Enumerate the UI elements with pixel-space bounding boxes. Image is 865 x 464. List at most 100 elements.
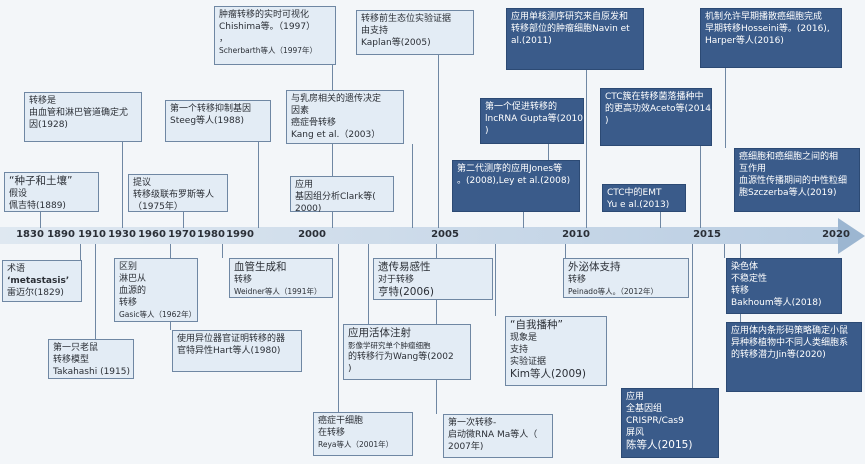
- connector-line: [95, 244, 96, 339]
- event-line: 早期转移Hosseini等。(2016),: [705, 24, 830, 34]
- event-line: 癌症干细胞: [318, 416, 364, 426]
- event-line: 遗传易感性: [378, 261, 431, 273]
- event-line: 第二代测序的应用Jones等: [457, 164, 563, 174]
- event-line: 全基因组: [626, 404, 663, 414]
- event-line: Peinado等人。（2012年）: [568, 287, 658, 296]
- connector-line: [725, 68, 726, 148]
- event-line: 启动微RNA Ma等人（: [448, 430, 538, 440]
- event-line: ): [348, 364, 352, 374]
- event-line: 实验证据: [510, 357, 547, 367]
- connector-line: [660, 212, 661, 228]
- event-line: 不稳定性: [731, 274, 768, 284]
- event-line: 假设: [9, 189, 28, 199]
- event-gasic: 区别 淋巴从 血源的 转移 Gasic等人（1962年）: [114, 258, 198, 322]
- event-vascular-lymph: 转移是 由血管和淋巴管道确定尤 因(1928): [24, 92, 142, 142]
- event-line: 陈等人(2015): [626, 439, 693, 451]
- connector-line: [332, 65, 333, 228]
- event-line: 机制允许早期播散癌细胞完成: [705, 12, 823, 22]
- event-line: 提议: [133, 178, 152, 188]
- event-bakhoum: 染色体 不稳定性 转移 Bakhoum等人(2018): [726, 258, 842, 314]
- connector-line: [258, 142, 259, 228]
- event-line: “自我播种”: [510, 319, 563, 331]
- event-line: 佩吉特(1889): [9, 201, 66, 211]
- event-line: 转移级联布罗斯等人: [133, 190, 215, 200]
- event-navin: 应用单核测序研究来自原发和 转移部位的肿瘤细胞Navin et al.(2011…: [506, 8, 644, 70]
- event-hunter: 遗传易感性 对于转移 亨特(2006): [373, 258, 493, 300]
- event-line: 转移部位的肿瘤细胞Navin et: [511, 24, 630, 34]
- event-line: 。(2008),Ley et al.(2008): [457, 176, 571, 186]
- year-label-2005: 2005: [431, 229, 459, 240]
- event-line: 癌细胞和癌细胞之间的相: [739, 152, 839, 162]
- event-line: 因(1928): [29, 120, 68, 130]
- event-hart: 使用异位器官证明转移的器 官特异性Hart等人(1980): [172, 330, 302, 372]
- connector-line: [523, 212, 524, 228]
- event-line: CRISPR/Cas9: [626, 416, 684, 426]
- event-line: 转移: [568, 275, 587, 285]
- event-line: 区别: [119, 262, 138, 272]
- event-line: 第一个转移抑制基因: [170, 104, 252, 114]
- event-line: 应用: [295, 180, 314, 190]
- event-wang: 应用活体注射 影像学研究单个肿瘤细胞 的转移行为Wang等(2002 ): [343, 324, 471, 380]
- event-line: 应用: [626, 392, 645, 402]
- event-suppressor-gene: 第一个转移抑制基因 Steeg等人(1988): [165, 100, 271, 142]
- year-label-1830: 1830: [16, 229, 44, 240]
- event-line: Reya等人（2001年）: [318, 440, 394, 449]
- event-yu: CTC中的EMT Yu e al.(2013): [602, 184, 686, 212]
- event-kim: “自我播种” 现象是 支持 实验证据 Kim等人(2009): [505, 316, 607, 386]
- event-line: 现象是: [510, 333, 538, 343]
- event-line: 胞Szczerba等人(2019): [739, 188, 837, 198]
- event-line: 转移是: [29, 96, 57, 106]
- year-label-1980: 1980: [197, 229, 225, 240]
- event-hosseini: 机制允许早期播散癌细胞完成 早期转移Hosseini等。(2016), Harp…: [700, 8, 842, 68]
- year-label-2015: 2015: [693, 229, 721, 240]
- event-line: 转移前生态位实验证据: [361, 14, 452, 24]
- year-label-1970: 1970: [168, 229, 196, 240]
- event-line: al.(2011): [511, 36, 552, 46]
- event-line: Scherbarth等人（1997年）: [219, 46, 318, 55]
- event-line: 应用单核测序研究来自原发和: [511, 12, 629, 22]
- timeline-band: [0, 227, 840, 244]
- connector-line: [122, 142, 123, 228]
- event-crispr: 应用 全基因组 CRISPR/Cas9 屏风 陈等人(2015): [621, 388, 719, 458]
- event-line: 2000): [295, 204, 322, 214]
- event-line: 使用异位器官证明转移的器: [177, 334, 286, 344]
- event-line: 官特异性Hart等人(1980): [177, 346, 281, 356]
- event-line: 亨特(2006): [378, 286, 434, 298]
- event-weidner: 血管生成和 转移 Weidner等人（1991年）: [229, 258, 333, 298]
- event-line: Harper等人(2016): [705, 36, 784, 46]
- event-term: 术语 ‘metastasis’ 雷迈尔(1829): [2, 260, 82, 302]
- connector-line: [338, 244, 339, 412]
- event-line: Steeg等人(1988): [170, 116, 244, 126]
- event-line: 2007年): [448, 442, 484, 452]
- event-line: Kang et al.（2003）: [291, 130, 381, 140]
- event-line: 血管生成和: [234, 261, 287, 273]
- event-line: 术语: [7, 264, 26, 274]
- event-line: 转移模型: [53, 355, 90, 365]
- event-line: 的转移潜力Jin等(2020): [731, 350, 826, 360]
- connector-line: [368, 244, 369, 324]
- event-line: 屏风: [626, 428, 645, 438]
- event-line: 的转移行为Wang等(2002: [348, 352, 454, 362]
- event-reya: 癌症干细胞 在转移 Reya等人（2001年）: [313, 412, 413, 456]
- event-line: 癌症骨转移: [291, 118, 337, 128]
- event-line: Gasic等人（1962年）: [119, 310, 197, 319]
- event-line: 肿瘤转移的实时可视化: [219, 10, 310, 20]
- year-label-1960: 1960: [138, 229, 166, 240]
- event-line: 异种移植物中不同人类细胞系: [731, 338, 849, 348]
- event-line: 血源的: [119, 286, 147, 296]
- connector-line: [183, 212, 184, 228]
- year-label-1890: 1890: [47, 229, 75, 240]
- event-line: 转移: [731, 286, 750, 296]
- event-line: 应用体内条形码策略确定小鼠: [731, 326, 849, 336]
- event-line: 雷迈尔(1829): [7, 288, 64, 298]
- timeline-arrow-head: [838, 218, 865, 254]
- event-line: ): [605, 116, 609, 126]
- connector-line: [412, 144, 413, 228]
- event-line: 与乳房相关的遗传决定: [291, 94, 382, 104]
- connector-line: [222, 244, 223, 258]
- event-line: ‘metastasis’: [7, 276, 70, 286]
- event-line: Yu e al.(2013): [607, 200, 670, 210]
- event-line: 对于转移: [378, 275, 415, 285]
- event-line: 由支持: [361, 26, 389, 36]
